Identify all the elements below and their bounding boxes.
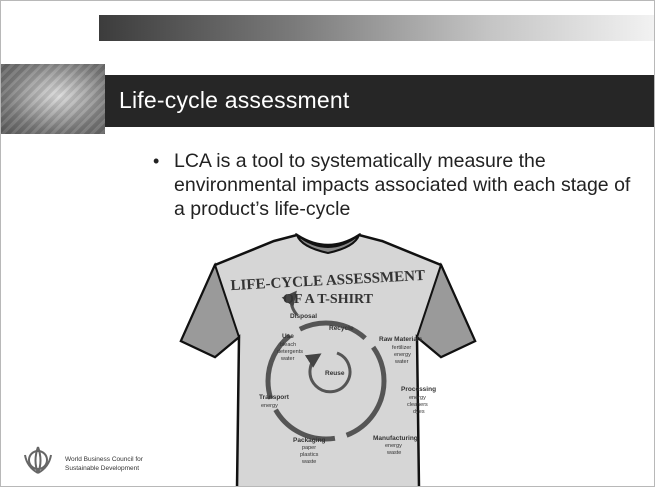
stage-raw-materials-detail: water [394,359,409,365]
stage-packaging-detail: waste [301,459,316,465]
stage-processing-detail: energy [409,395,426,401]
stage-raw-materials-detail: fertilizer [392,345,411,351]
title-band [1,75,654,127]
stage-raw-materials: Raw Materials [379,336,423,343]
logo-text-line2: Sustainable Development [65,464,140,472]
stage-manufacturing-detail: energy [385,443,402,449]
stage-use-detail: detergents [277,349,303,355]
stage-manufacturing-detail: waste [386,450,401,456]
logo-text: World Business Council for Sustainable D… [65,456,143,473]
logo-text-line1: World Business Council for [65,456,143,463]
stage-manufacturing: Manufacturing [373,435,418,442]
tshirt-illustration: LIFE-CYCLE ASSESSMENT OF A T-SHIRT Dispo… [179,233,477,486]
stage-transport-detail: energy [261,403,278,409]
stage-packaging: Packaging [293,437,326,444]
stage-packaging-detail: plastics [300,452,319,458]
stage-disposal: Disposal [290,313,317,320]
tshirt-collar [295,233,361,255]
header-gradient-bar [99,15,654,41]
tshirt-heading-line2: OF A T-SHIRT [283,292,374,307]
right-sleeve [415,262,477,359]
left-sleeve [179,262,241,359]
stage-packaging-detail: paper [302,445,316,451]
stage-use-detail: bleach [280,342,296,348]
stage-processing-detail: dyes [413,409,425,415]
stage-recycle: Recycle [329,325,354,332]
title-photo [1,64,105,134]
bullet-text: LCA is a tool to systematically measure … [174,150,631,220]
stage-use: Use [282,333,294,340]
stage-use-detail: water [280,356,295,362]
slide-title: Life-cycle assessment [119,87,350,113]
stage-raw-materials-detail: energy [394,352,411,358]
stage-reuse: Reuse [325,370,345,377]
stage-transport: Transport [259,394,290,401]
stage-processing: Processing [401,386,436,393]
bullet-icon: • [153,151,160,171]
stage-processing-detail: cleaners [407,402,428,408]
wbcsd-logo-icon [24,446,52,474]
